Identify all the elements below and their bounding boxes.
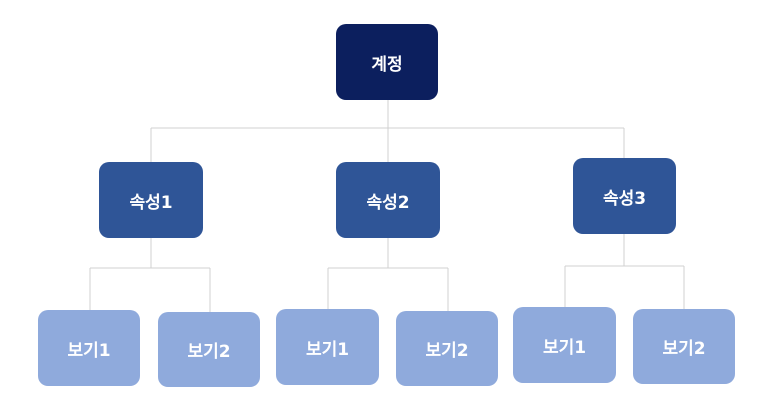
view-node-1-2: 보기2	[158, 312, 260, 387]
view-node-3-2: 보기2	[633, 309, 735, 384]
view-node-2-1: 보기1	[276, 309, 379, 385]
view-node-1-1: 보기1	[38, 310, 140, 386]
root-node-account: 계정	[336, 24, 438, 100]
property-node-3: 속성3	[573, 158, 676, 234]
property-node-1: 속성1	[99, 162, 203, 238]
property-node-2: 속성2	[336, 162, 440, 238]
view-node-2-2: 보기2	[396, 311, 498, 386]
view-node-3-1: 보기1	[513, 307, 616, 383]
